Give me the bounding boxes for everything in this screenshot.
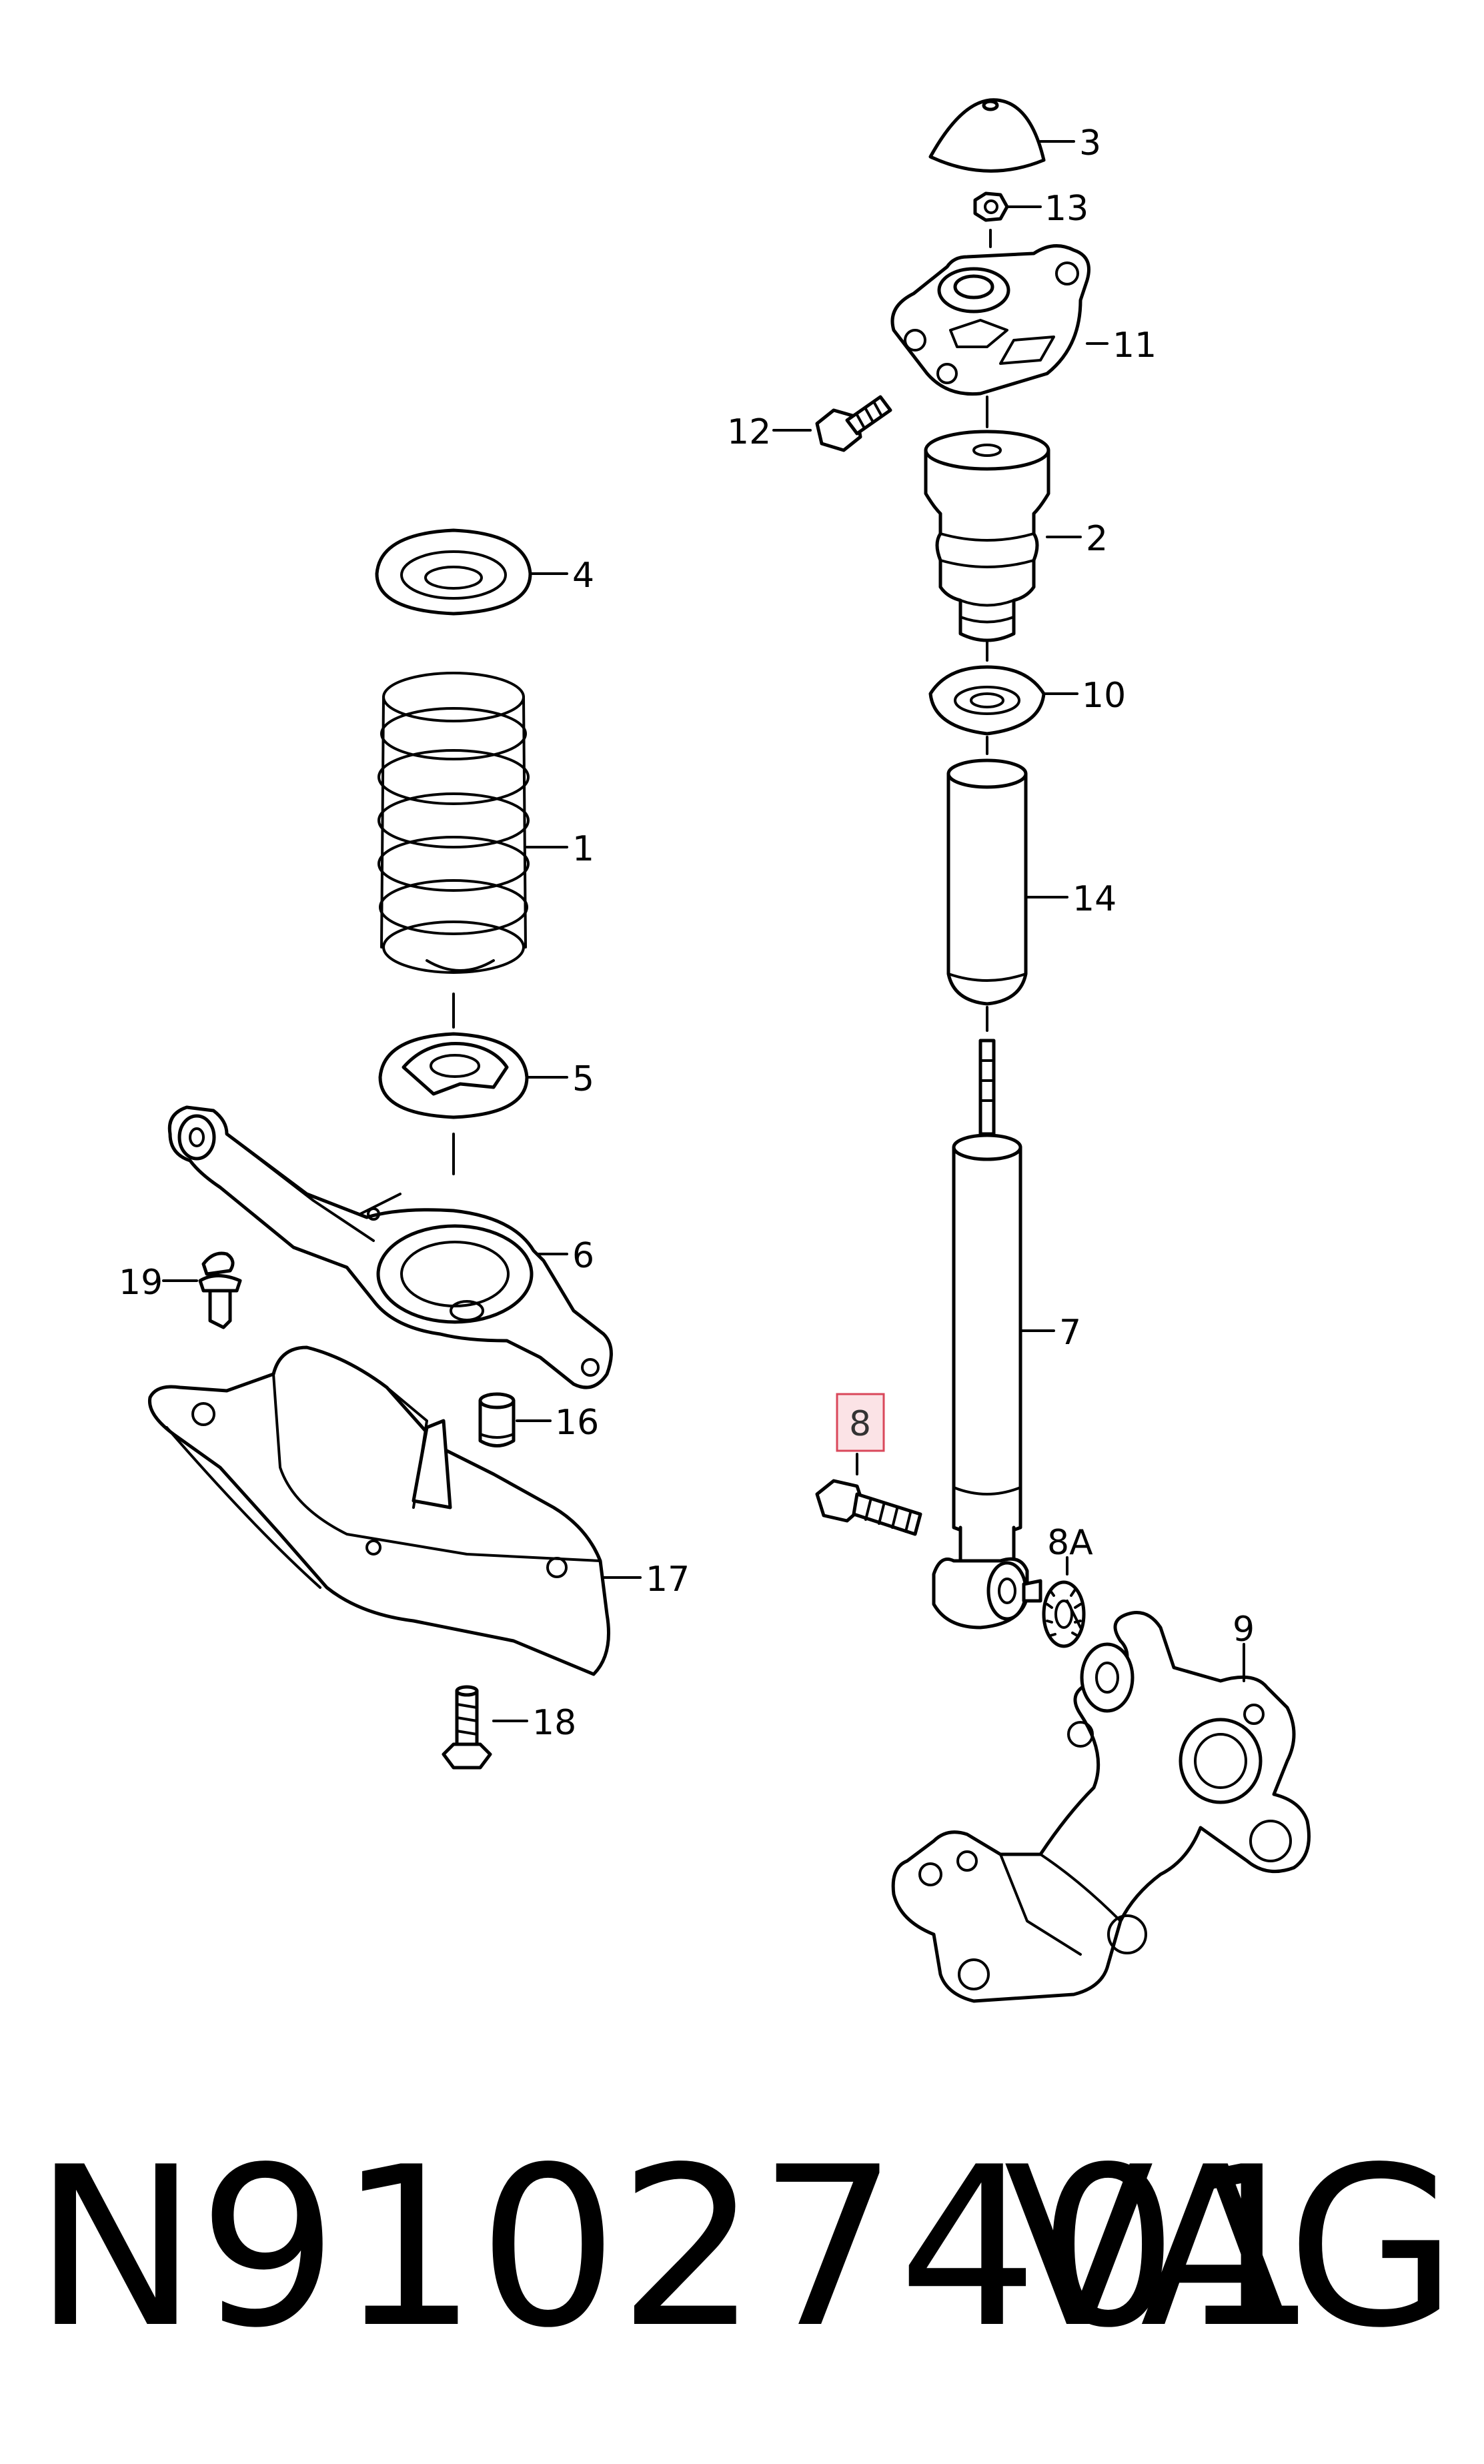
part-18-bolt bbox=[442, 1685, 492, 1770]
brand-name: VAG bbox=[1003, 2120, 1457, 2376]
callout-17: 17 bbox=[646, 1560, 690, 1600]
part-5-lower-spring-pad bbox=[378, 1032, 529, 1119]
callout-11: 11 bbox=[1112, 326, 1157, 366]
part-10-upper-seat bbox=[928, 665, 1046, 736]
part-7-shock-absorber bbox=[932, 1039, 1042, 1630]
callout-13: 13 bbox=[1044, 189, 1088, 229]
part-14-dust-boot bbox=[946, 758, 1028, 1006]
part-number: N91027401 bbox=[33, 2120, 1319, 2376]
callout-18: 18 bbox=[532, 1703, 576, 1743]
part-16-bushing bbox=[478, 1392, 516, 1447]
callout-8: 8 bbox=[849, 1404, 871, 1444]
leader-lines bbox=[162, 140, 1245, 1722]
part-17-splash-shield bbox=[147, 1345, 610, 1676]
callout-19: 19 bbox=[119, 1263, 163, 1303]
part-11-strut-mount bbox=[890, 244, 1090, 396]
callout-16: 16 bbox=[555, 1403, 599, 1443]
callout-9: 9 bbox=[1233, 1610, 1255, 1650]
part-6-lower-control-arm bbox=[167, 1105, 613, 1389]
callout-8a: 8A bbox=[1047, 1523, 1093, 1563]
part-9-wheel-carrier bbox=[891, 1611, 1311, 2003]
part-4-upper-spring-pad bbox=[375, 528, 532, 616]
part-1-coil-spring bbox=[378, 672, 530, 974]
callout-1: 1 bbox=[572, 829, 594, 869]
callout-8-highlight: 8 bbox=[836, 1393, 885, 1452]
callout-12: 12 bbox=[727, 412, 771, 452]
footer: N91027401 VAG bbox=[0, 2108, 1484, 2388]
part-3-dust-cap bbox=[928, 98, 1046, 173]
part-8-hex-flange-bolt bbox=[815, 1479, 922, 1536]
callout-2: 2 bbox=[1086, 519, 1108, 559]
callout-3: 3 bbox=[1079, 123, 1101, 163]
part-12-bolt bbox=[815, 395, 892, 452]
callout-6: 6 bbox=[572, 1236, 594, 1276]
callout-5: 5 bbox=[572, 1059, 594, 1099]
callout-10: 10 bbox=[1082, 676, 1126, 716]
callout-14: 14 bbox=[1072, 879, 1117, 919]
part-19-clip bbox=[198, 1251, 242, 1329]
part-8a-washer bbox=[1042, 1580, 1086, 1648]
part-13-nut bbox=[973, 191, 1009, 222]
callout-4: 4 bbox=[572, 556, 594, 596]
callout-7: 7 bbox=[1059, 1313, 1081, 1353]
part-2-bump-stop bbox=[924, 430, 1050, 642]
highlight-box bbox=[836, 1393, 885, 1452]
